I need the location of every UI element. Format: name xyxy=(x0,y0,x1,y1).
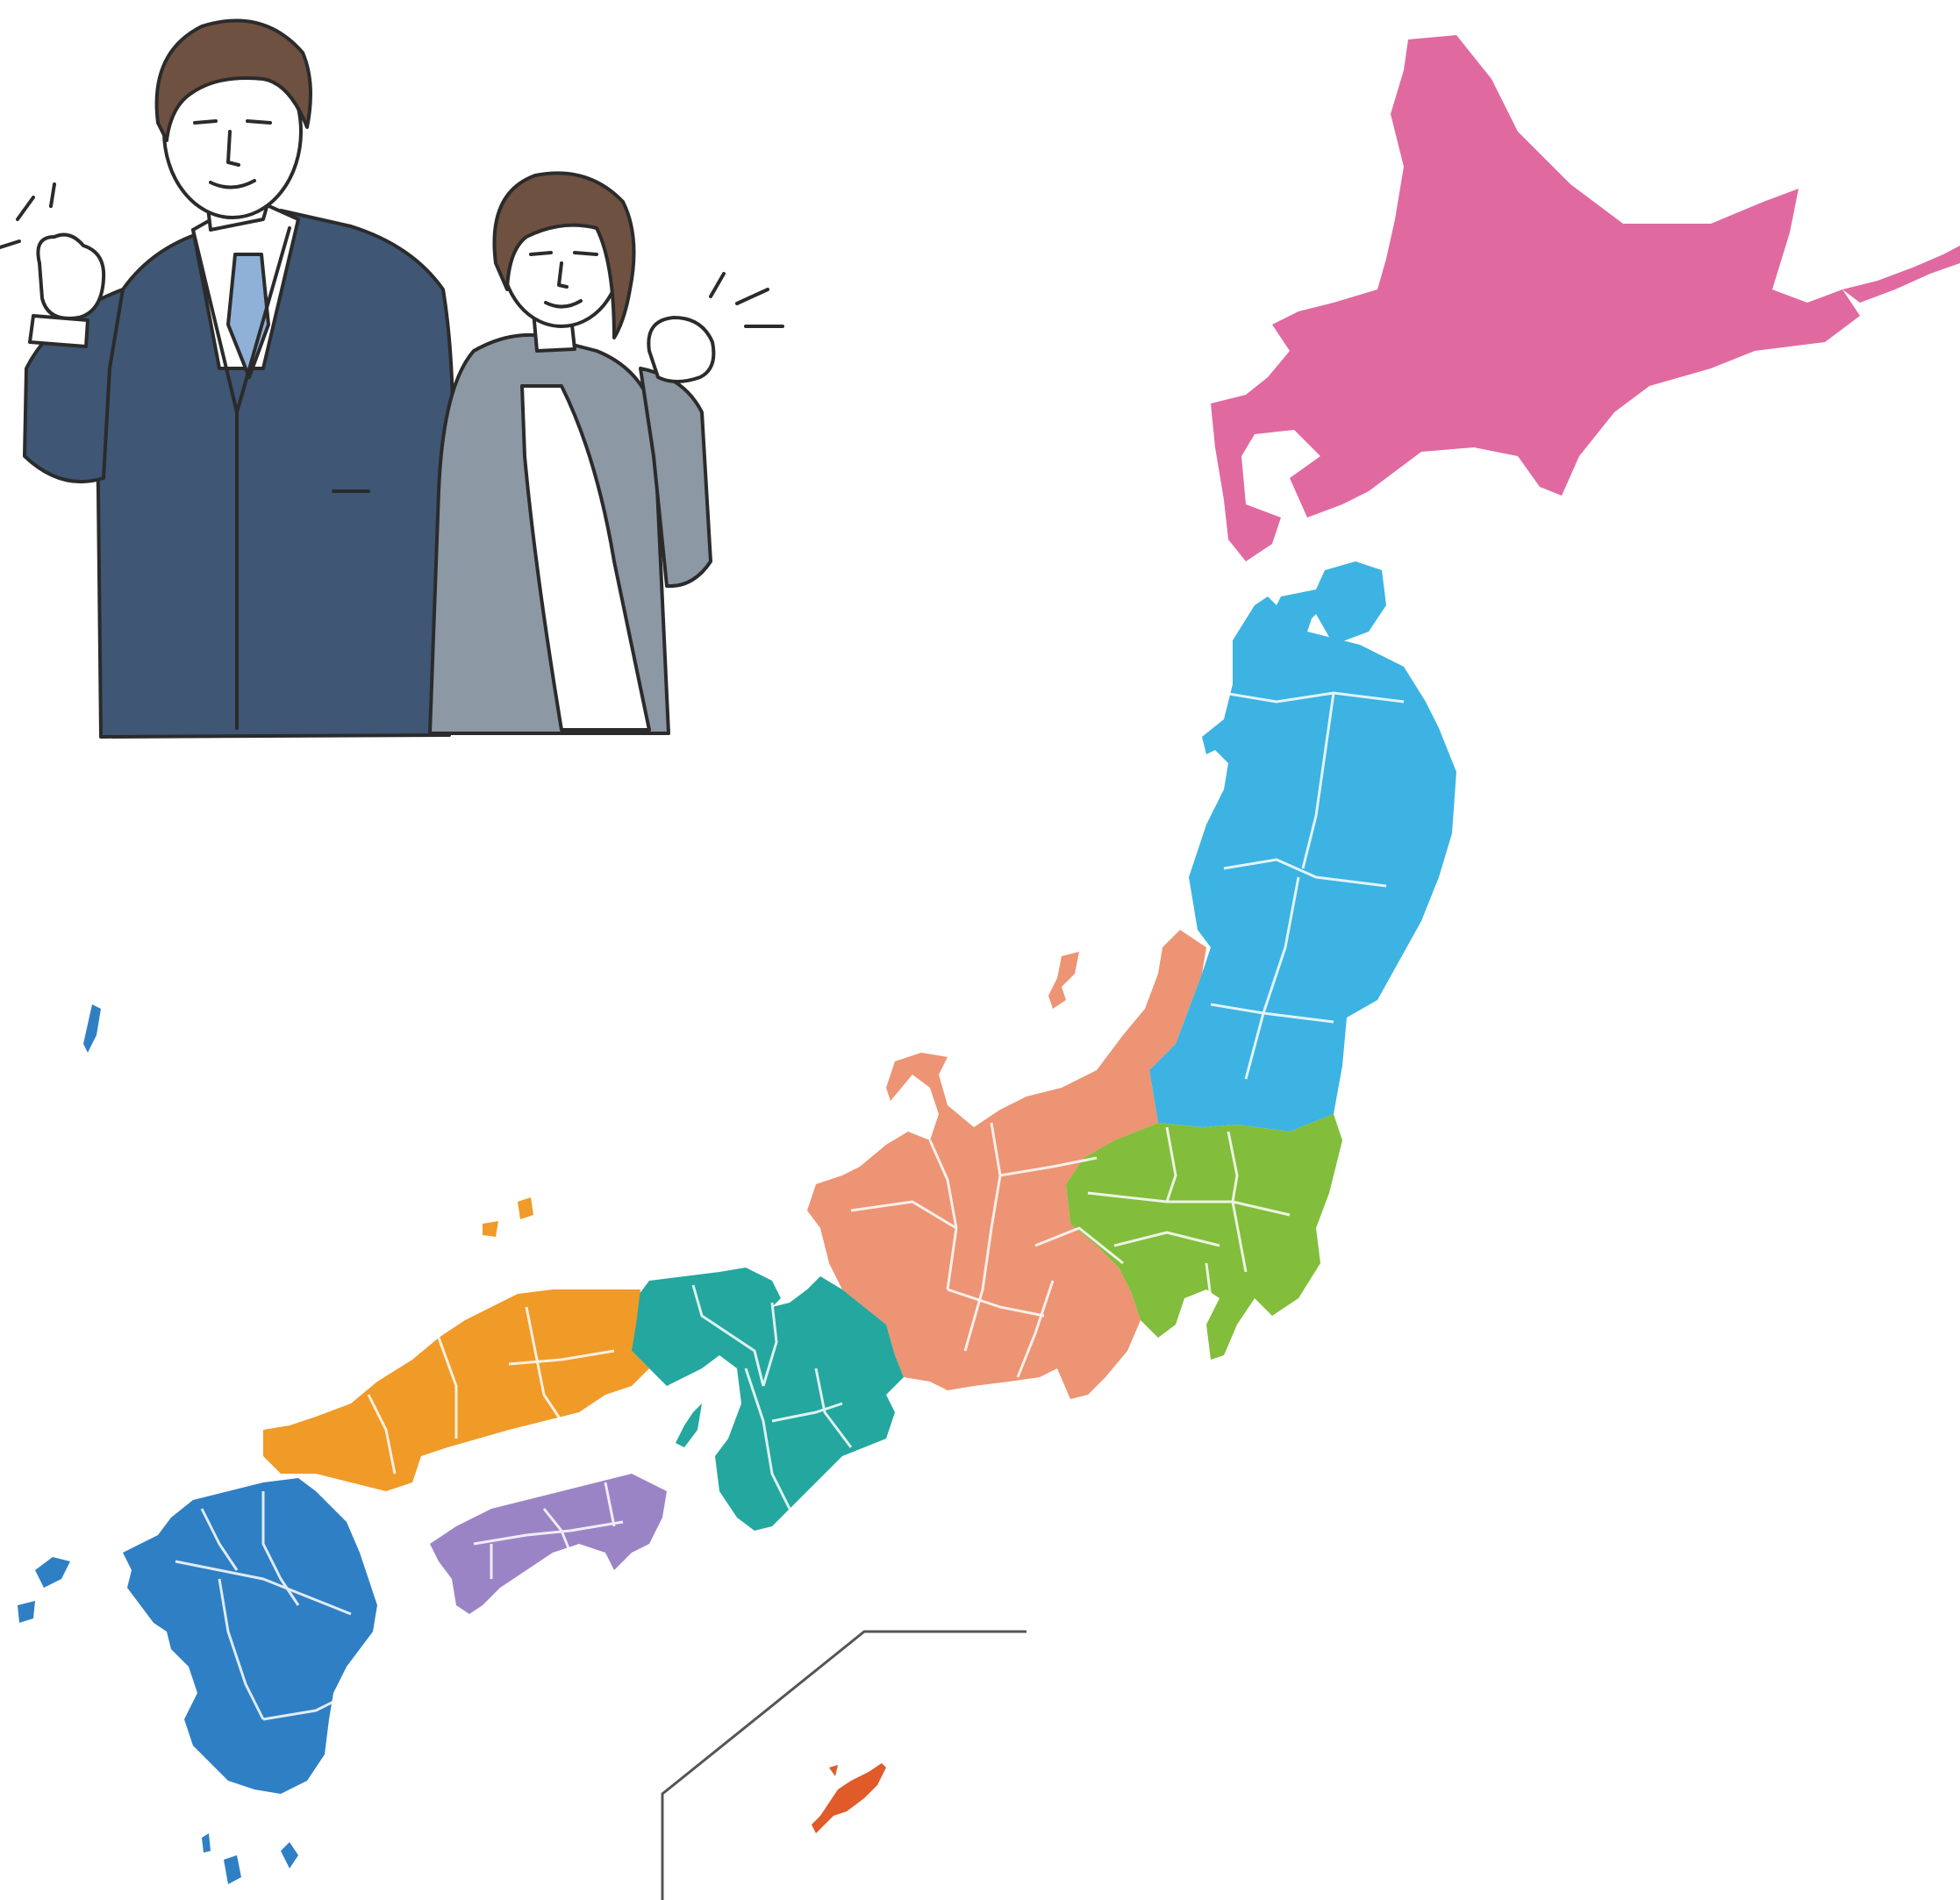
businesswoman-face-details xyxy=(529,251,598,309)
region-hokkaido xyxy=(1211,35,1860,561)
businessman-left-fist xyxy=(36,232,106,320)
japan-map xyxy=(18,35,1960,1900)
businessman-hair xyxy=(154,18,312,142)
motion-lines-right xyxy=(709,272,784,328)
region-kinki xyxy=(627,1268,904,1531)
region-kyushu xyxy=(123,1478,377,1794)
region-okinawa xyxy=(812,1763,886,1833)
chugoku-prefecture-borders xyxy=(367,1306,615,1475)
businesswoman-right-fist xyxy=(647,316,716,383)
chubu-island-sado xyxy=(1048,952,1079,1009)
business-people-illustration xyxy=(0,18,784,739)
region-shikoku xyxy=(430,1474,667,1614)
chugoku-islands-oki xyxy=(483,1197,533,1237)
tohoku-prefecture-borders xyxy=(1210,691,1405,1080)
region-tohoku xyxy=(1149,561,1456,1132)
kanto-prefecture-borders xyxy=(1087,1126,1291,1299)
businessman-face-details xyxy=(193,119,272,189)
region-hokkaido-islands xyxy=(1842,246,1960,303)
region-chubu xyxy=(807,930,1206,1399)
businessman-figure xyxy=(0,18,455,739)
businesswoman-figure xyxy=(428,171,784,735)
region-kanto xyxy=(1066,1114,1342,1360)
shikoku-prefecture-borders xyxy=(473,1482,624,1579)
businesswoman-blouse xyxy=(520,384,651,732)
kyushu-prefecture-borders xyxy=(175,1491,352,1721)
okinawa-inset-border xyxy=(661,1630,1026,1900)
businessman-left-cuff xyxy=(28,314,89,348)
businesswoman-hair xyxy=(492,171,636,339)
kinki-prefecture-borders xyxy=(691,1284,853,1510)
kinki-island-awaji xyxy=(676,1404,702,1447)
businessman-tie xyxy=(226,253,270,379)
businessman-lapel xyxy=(191,226,370,730)
motion-lines-left xyxy=(0,182,56,249)
chubu-prefecture-borders xyxy=(850,1122,1124,1378)
